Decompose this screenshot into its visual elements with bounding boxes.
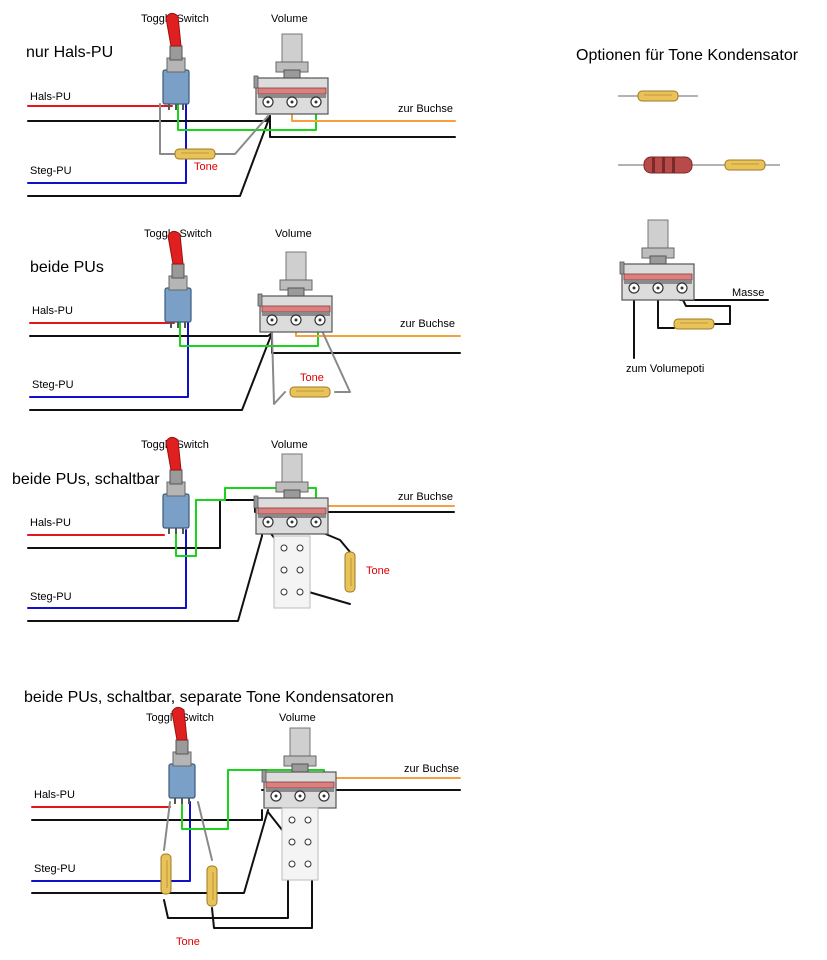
tone-capacitor-steg bbox=[206, 865, 218, 907]
volume-pot bbox=[253, 33, 329, 115]
section-1: nur Hals-PU Toggle Switch Volume Hals-PU… bbox=[26, 12, 456, 197]
section-4-tone-label: Tone bbox=[176, 936, 200, 948]
section-2-steg-label: Steg-PU bbox=[32, 379, 74, 391]
options-title: Optionen für Tone Kondensator bbox=[576, 47, 799, 64]
section-4-hals-label: Hals-PU bbox=[34, 789, 75, 801]
toggle-switch bbox=[162, 12, 190, 111]
ground-wire bbox=[31, 809, 263, 821]
section-1-pot-label: Volume bbox=[271, 13, 308, 25]
section-3-tone-label: Tone bbox=[366, 565, 390, 577]
toggle-switch bbox=[162, 436, 190, 535]
push-pull-switch bbox=[273, 535, 311, 609]
ground-wire bbox=[27, 117, 270, 122]
ground-wire bbox=[29, 332, 273, 411]
green-wire bbox=[177, 103, 317, 131]
section-4-buchse-label: zur Buchse bbox=[404, 763, 459, 775]
section-1-hals-label: Hals-PU bbox=[30, 91, 71, 103]
section-2-hals-label: Hals-PU bbox=[32, 305, 73, 317]
section-4: beide PUs, schaltbar, separate Tone Kond… bbox=[24, 689, 461, 948]
ground-wire bbox=[29, 332, 273, 337]
section-3-heading: beide PUs, schaltbar bbox=[12, 471, 160, 488]
section-1-steg-label: Steg-PU bbox=[30, 165, 72, 177]
ground-wire bbox=[31, 809, 269, 894]
tone-capacitor-hals bbox=[160, 853, 172, 895]
ground-wire bbox=[27, 535, 263, 622]
option-3-lead bbox=[657, 289, 675, 329]
tone-lead bbox=[271, 332, 286, 405]
option-1-capacitor bbox=[637, 90, 679, 102]
options-panel: Optionen für Tone Kondensator Masse zum … bbox=[576, 47, 799, 375]
tone-lead bbox=[163, 801, 171, 851]
green-wire bbox=[179, 321, 319, 347]
section-1-buchse-label: zur Buchse bbox=[398, 103, 453, 115]
tone-lead bbox=[211, 861, 313, 929]
push-pull-switch bbox=[281, 807, 319, 881]
ground-wire bbox=[269, 115, 456, 138]
section-2-buchse-label: zur Buchse bbox=[400, 318, 455, 330]
option-3-lead bbox=[681, 297, 731, 325]
volume-pot bbox=[261, 727, 337, 809]
option-2-capacitor bbox=[724, 159, 766, 171]
toggle-switch bbox=[164, 230, 192, 329]
section-3-buchse-label: zur Buchse bbox=[398, 491, 453, 503]
volume-pot bbox=[257, 251, 333, 333]
tone-capacitor bbox=[174, 148, 216, 160]
section-3-hals-label: Hals-PU bbox=[30, 517, 71, 529]
section-1-heading: nur Hals-PU bbox=[26, 44, 113, 61]
section-1-tone-label: Tone bbox=[194, 161, 218, 173]
option-2-resistor bbox=[643, 156, 693, 174]
tone-lead bbox=[317, 321, 351, 393]
tone-capacitor bbox=[344, 551, 356, 593]
tone-lead bbox=[163, 861, 289, 919]
section-2-tone-label: Tone bbox=[300, 372, 324, 384]
option-3-capacitor bbox=[673, 318, 715, 330]
section-3-steg-label: Steg-PU bbox=[30, 591, 72, 603]
section-2-pot-label: Volume bbox=[275, 228, 312, 240]
option-3-pot bbox=[619, 219, 695, 301]
section-4-steg-label: Steg-PU bbox=[34, 863, 76, 875]
tone-capacitor bbox=[289, 386, 331, 398]
section-2: beide PUs Toggle Switch Volume Hals-PU S… bbox=[29, 228, 461, 411]
section-4-heading: beide PUs, schaltbar, separate Tone Kond… bbox=[24, 689, 394, 706]
tone-lead bbox=[197, 801, 213, 861]
section-3: beide PUs, schaltbar Toggle Switch Volum… bbox=[12, 436, 455, 622]
masse-label: Masse bbox=[732, 287, 764, 299]
ground-wire bbox=[27, 115, 271, 197]
section-4-pot-label: Volume bbox=[279, 712, 316, 724]
volumepoti-label: zum Volumepoti bbox=[626, 363, 704, 375]
section-2-heading: beide PUs bbox=[30, 259, 104, 276]
section-3-pot-label: Volume bbox=[271, 439, 308, 451]
